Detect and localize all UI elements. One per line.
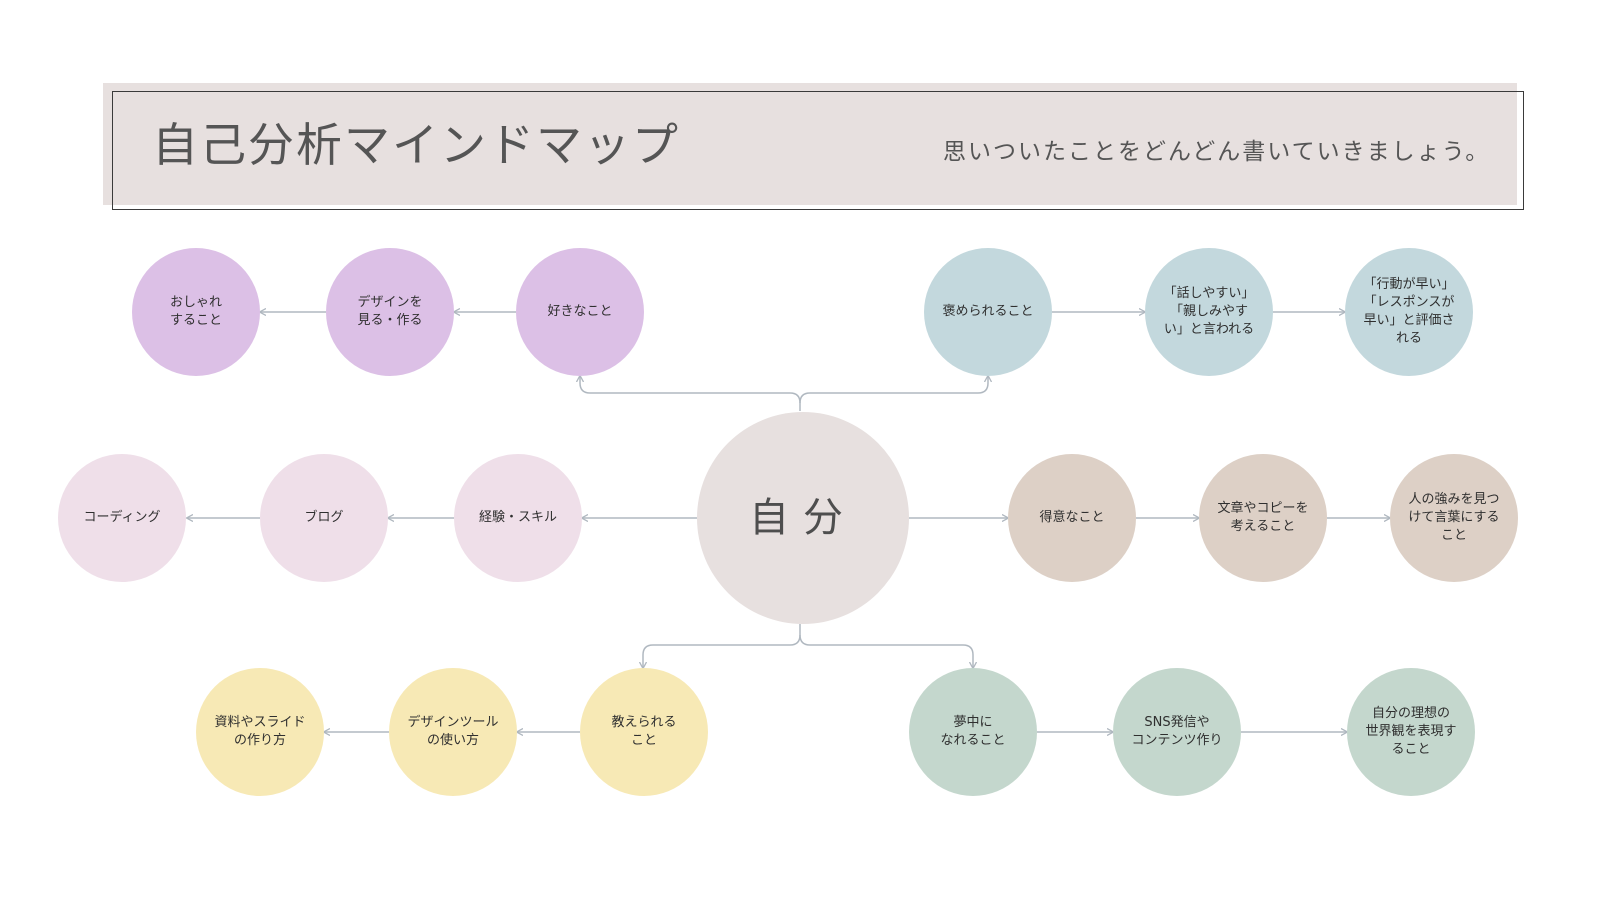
node-label: 教えられる こと	[611, 715, 677, 748]
node-label: 「話しやすい」 「親しみやす い」と言われる	[1163, 286, 1255, 337]
node-label: デザインを 見る・作る	[357, 295, 423, 328]
node-passion-2: SNS発信や コンテンツ作り	[1113, 668, 1241, 796]
node-label: 夢中に なれること	[940, 715, 1006, 748]
node-strengths-2: 文章やコピーを 考えること	[1199, 454, 1327, 582]
node-label: おしゃれ すること	[169, 295, 222, 328]
connector-center-likes	[580, 376, 801, 411]
node-label: 褒められること	[942, 304, 1034, 319]
node-label: 文章やコピーを 考えること	[1217, 501, 1309, 534]
center-node: 自分	[697, 412, 909, 624]
node-label: 資料やスライド の作り方	[214, 715, 306, 748]
header-frame	[112, 91, 1524, 210]
node-teach-3: 資料やスライド の作り方	[196, 668, 324, 796]
page-subtitle: 思いついたことをどんどん書いていきましょう。	[943, 139, 1491, 165]
node-praised-1: 褒められること	[924, 248, 1052, 376]
node-passion-3: 自分の理想の 世界観を表現す ること	[1347, 668, 1475, 796]
node-label: 「行動が早い」 「レスポンスが 早い」と評価さ れる	[1363, 277, 1455, 346]
node-likes-2: デザインを 見る・作る	[326, 248, 454, 376]
connector-center-teach	[643, 624, 801, 668]
page-title: 自己分析マインドマップ	[152, 118, 680, 172]
node-passion-1: 夢中に なれること	[909, 668, 1037, 796]
node-teach-1: 教えられる こと	[580, 668, 708, 796]
node-likes-3: おしゃれ すること	[132, 248, 260, 376]
node-label: 自分の理想の 世界観を表現す ること	[1365, 706, 1457, 757]
node-label: 人の強みを見つ けて言葉にする こと	[1408, 492, 1500, 543]
node-label: SNS発信や コンテンツ作り	[1131, 715, 1223, 748]
node-praised-2: 「話しやすい」 「親しみやす い」と言われる	[1145, 248, 1273, 376]
node-strengths-1: 得意なこと	[1008, 454, 1136, 582]
node-likes-1: 好きなこと	[516, 248, 644, 376]
connector-center-passion	[799, 634, 973, 668]
node-praised-3: 「行動が早い」 「レスポンスが 早い」と評価さ れる	[1345, 248, 1473, 376]
node-experience-2: ブログ	[260, 454, 388, 582]
node-label: コーディング	[83, 510, 161, 525]
node-label: ブログ	[304, 510, 344, 525]
header-background	[103, 83, 1517, 205]
node-experience-3: コーディング	[58, 454, 186, 582]
center-label: 自分	[749, 495, 857, 541]
node-label: 好きなこと	[547, 304, 613, 319]
node-label: 得意なこと	[1039, 510, 1105, 525]
node-label: デザインツール の使い方	[407, 715, 499, 748]
connector-center-praised	[799, 376, 988, 404]
node-teach-2: デザインツール の使い方	[389, 668, 517, 796]
node-experience-1: 経験・スキル	[454, 454, 582, 582]
node-strengths-3: 人の強みを見つ けて言葉にする こと	[1390, 454, 1518, 582]
node-label: 経験・スキル	[478, 510, 557, 525]
